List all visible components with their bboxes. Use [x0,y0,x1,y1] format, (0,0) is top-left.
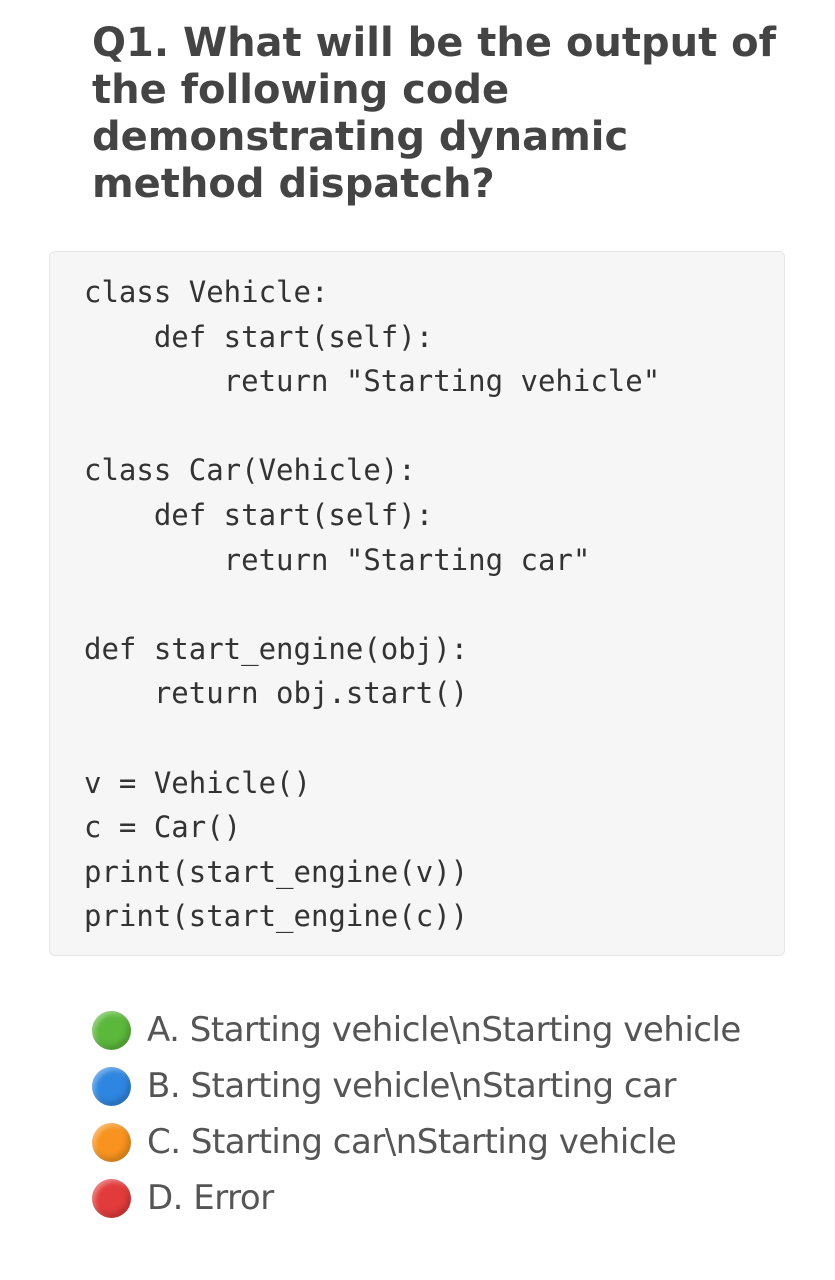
code-line [84,404,660,449]
option-d[interactable]: D. Error [92,1170,741,1226]
code-line [84,716,660,761]
code-line [84,582,660,627]
option-c[interactable]: C. Starting car\nStarting vehicle [92,1114,741,1170]
blue-circle-icon [92,1066,131,1106]
code-line: def start(self): [84,319,434,354]
code-line: c = Car() [84,810,242,845]
option-b-text: B. Starting vehicle\nStarting car [147,1066,676,1106]
option-b[interactable]: B. Starting vehicle\nStarting car [92,1058,741,1114]
code-block: class Vehicle: def start(self): return "… [49,251,785,956]
green-circle-icon [92,1010,131,1050]
code-line: v = Vehicle() [84,765,311,800]
code-line: return "Starting car" [84,542,591,577]
question-title: Q1. What will be the output of the follo… [92,20,777,207]
option-a-text: A. Starting vehicle\nStarting vehicle [147,1010,741,1050]
code-line: return obj.start() [84,676,469,711]
option-c-text: C. Starting car\nStarting vehicle [147,1122,677,1162]
code-line: def start_engine(obj): [84,631,469,666]
red-circle-icon [92,1178,131,1218]
option-d-text: D. Error [147,1178,274,1218]
code-line: def start(self): [84,497,434,532]
code-line: print(start_engine(v)) [84,854,469,889]
code-line: class Vehicle: [84,275,329,309]
answer-options: A. Starting vehicle\nStarting vehicle B.… [92,1002,741,1226]
orange-circle-icon [92,1122,131,1162]
code-line: return "Starting vehicle" [84,364,661,399]
code-listing: class Vehicle: def start(self): return "… [84,270,660,939]
option-a[interactable]: A. Starting vehicle\nStarting vehicle [92,1002,741,1058]
code-line: print(start_engine(c)) [84,899,469,934]
code-line: class Car(Vehicle): [84,453,416,488]
